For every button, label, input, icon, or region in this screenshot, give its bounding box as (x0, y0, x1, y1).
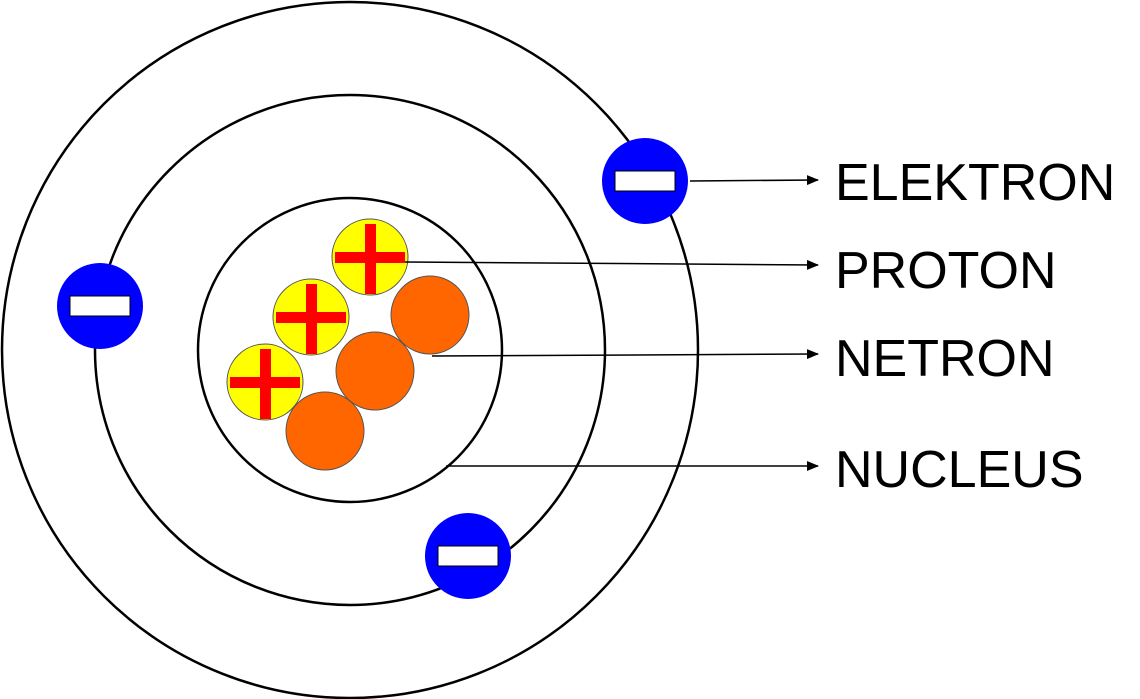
label-nucleus: NUCLEUS (835, 441, 1084, 499)
arrow-electron (689, 175, 819, 186)
minus-icon (614, 170, 676, 192)
label-proton: PROTON (835, 242, 1057, 300)
proton-3 (226, 343, 304, 421)
plus-icon (335, 224, 405, 294)
proton-2 (272, 278, 350, 356)
electron-left (57, 263, 143, 349)
outer-orbit (0, 0, 700, 699)
arrow-neutron (431, 349, 819, 360)
electron-right (602, 138, 688, 224)
proton-1 (331, 218, 409, 296)
minus-icon (69, 295, 131, 317)
plus-icon (230, 349, 300, 419)
minus-icon (437, 545, 499, 567)
neutron-1 (390, 275, 470, 355)
label-electron: ELEKTRON (835, 154, 1115, 212)
neutron-3 (285, 391, 365, 471)
label-neutron: NETRON (835, 330, 1055, 388)
plus-icon (276, 284, 346, 354)
middle-orbit (93, 93, 607, 607)
nucleus-circle (196, 196, 504, 504)
arrow-proton (404, 259, 819, 270)
electron-bottom (425, 513, 511, 599)
neutron-2 (335, 331, 415, 411)
